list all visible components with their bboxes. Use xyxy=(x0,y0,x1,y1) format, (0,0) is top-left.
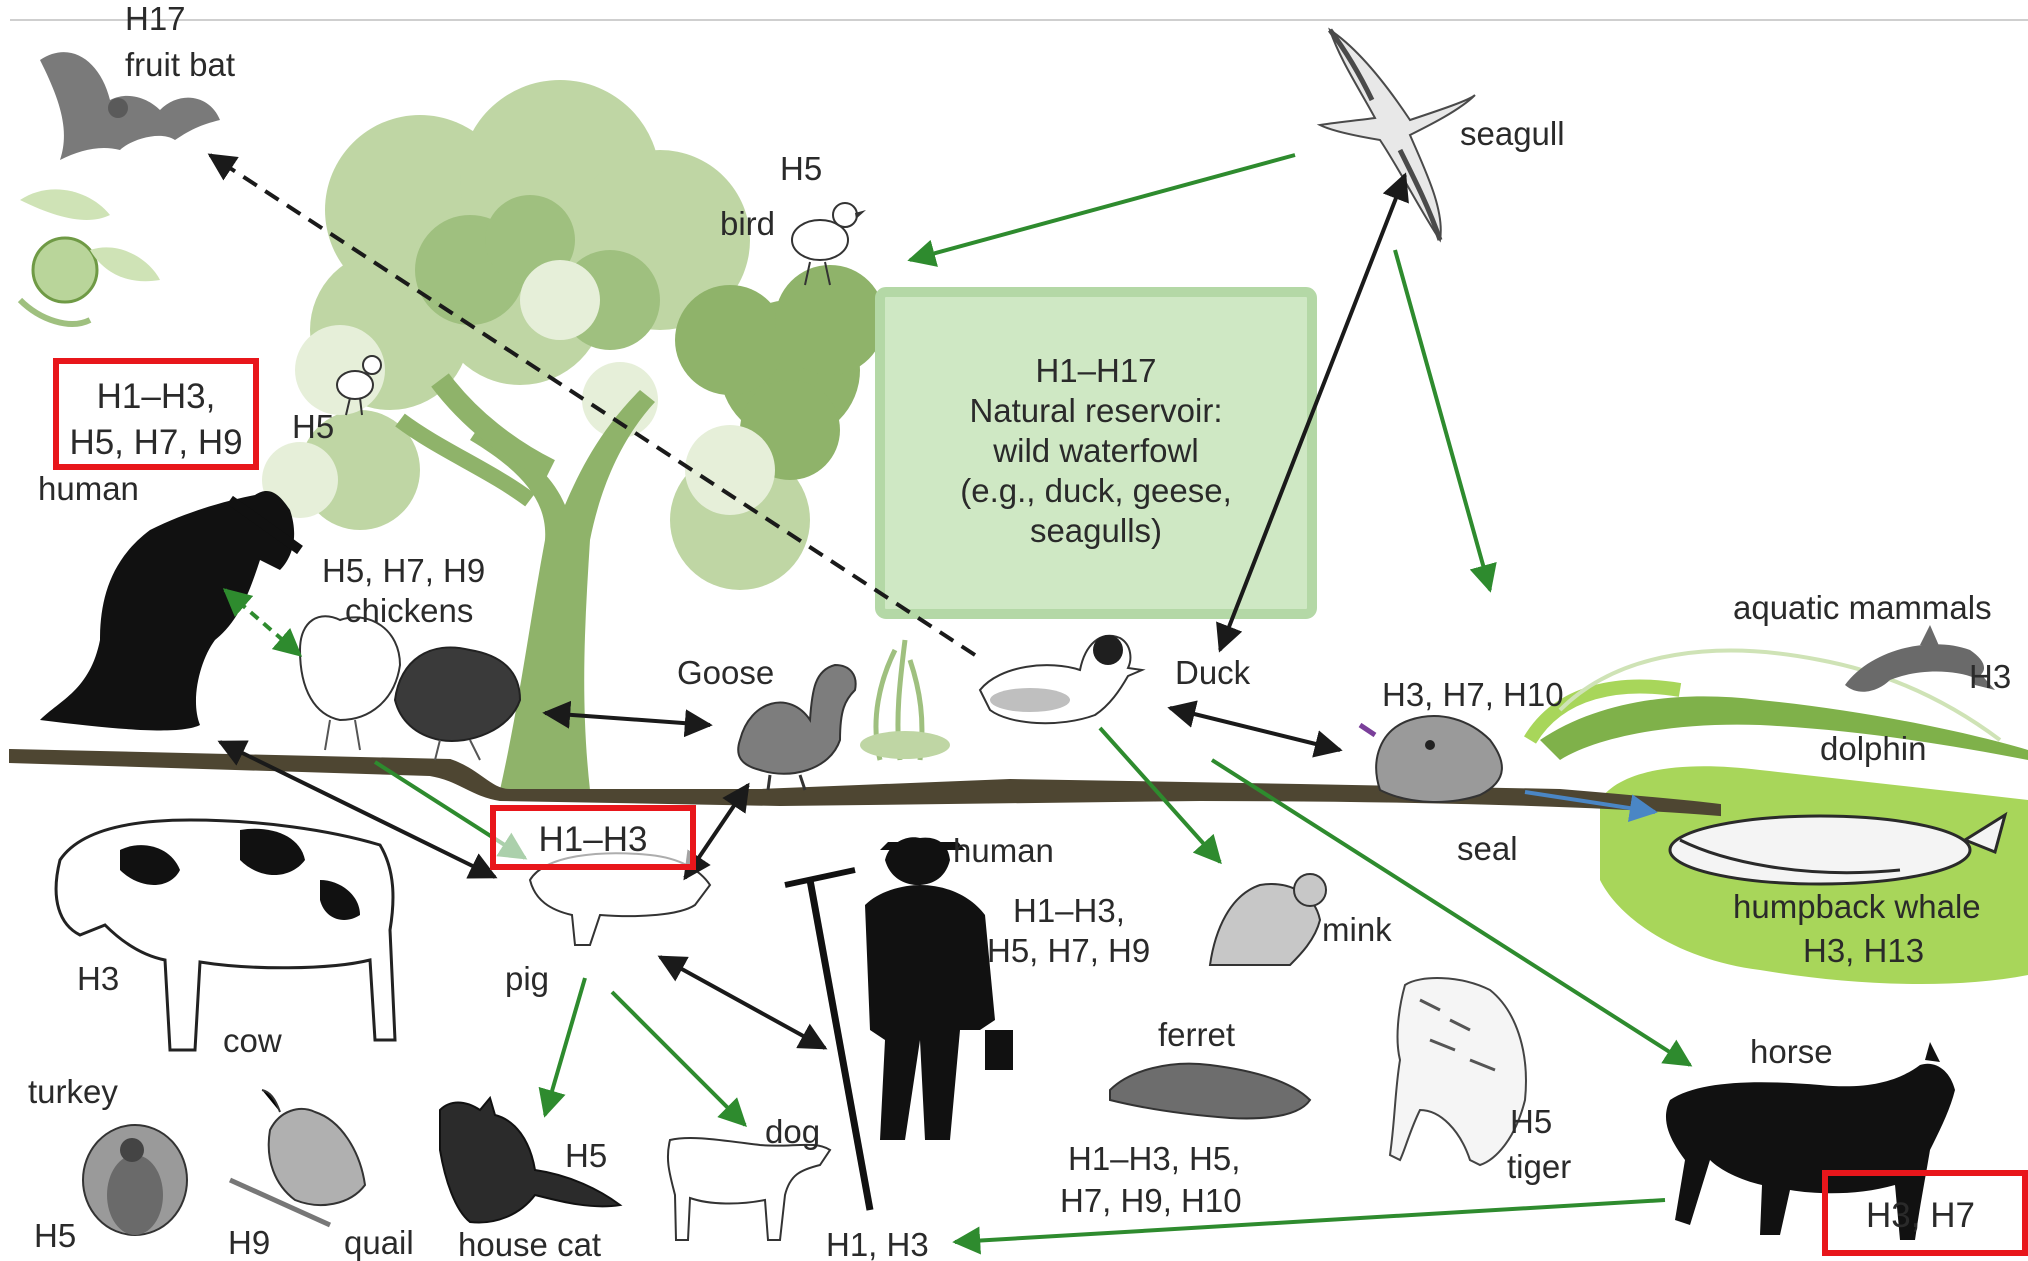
reservoir-examples-2: seagulls) xyxy=(1030,512,1162,549)
cow-subtype: H3 xyxy=(77,960,119,997)
seal-label: seal xyxy=(1457,830,1518,867)
reservoir-examples-1: (e.g., duck, geese, xyxy=(960,472,1232,509)
dog-icon xyxy=(668,1138,830,1240)
aquatic-mammals-label: aquatic mammals xyxy=(1733,589,1992,626)
seal-subtypes: H3, H7, H10 xyxy=(1382,676,1564,713)
goose-label: Goose xyxy=(677,654,774,691)
fruit-bat-label: fruit bat xyxy=(125,46,235,83)
bird-subtype: H5 xyxy=(780,150,822,187)
whale-label: humpback whale xyxy=(1733,888,1981,925)
ferret-icon xyxy=(1110,1064,1310,1119)
arrow-pig-human xyxy=(660,957,825,1048)
mink-label: mink xyxy=(1322,911,1392,948)
turkey-label: turkey xyxy=(28,1073,118,1110)
chickens-subtypes: H5, H7, H9 xyxy=(322,552,485,589)
arrow-seagull-to-aquatic xyxy=(1395,250,1490,590)
dolphin-label: dolphin xyxy=(1820,730,1926,767)
arrow-duck-seal xyxy=(1170,708,1340,750)
arrow-seagull-to-bird xyxy=(910,155,1295,260)
ferret-label: ferret xyxy=(1158,1016,1235,1053)
fruit-icon xyxy=(20,189,160,324)
tiger-label: tiger xyxy=(1507,1148,1571,1185)
seagull-icon xyxy=(1320,30,1475,240)
natural-reservoir-box: H1–H17 Natural reservoir: wild waterfowl… xyxy=(880,292,1312,614)
reeds-icon xyxy=(860,640,950,760)
human-bottom-subtypes: H1, H3 xyxy=(826,1226,929,1261)
horse-label: horse xyxy=(1750,1033,1833,1070)
fruit-bat-subtype: H17 xyxy=(125,0,186,37)
chickens-label: chickens xyxy=(345,592,473,629)
human-carrying-icon xyxy=(40,491,300,730)
quail-icon xyxy=(230,1090,365,1225)
chickens-icon xyxy=(300,616,520,760)
human-mid-subtypes-1: H1–H3, xyxy=(1013,892,1125,929)
mink-icon xyxy=(1210,874,1326,965)
tiger-icon xyxy=(1390,978,1526,1165)
arrow-pig-to-cat xyxy=(545,978,585,1115)
reservoir-host: wild waterfowl xyxy=(992,432,1198,469)
duck-icon xyxy=(980,635,1142,723)
pig-subtypes: H1–H3 xyxy=(539,820,648,859)
arrow-pig-to-dog xyxy=(612,992,745,1125)
human-mid-label: human xyxy=(953,832,1054,869)
tiger-subtype: H5 xyxy=(1510,1103,1552,1140)
human-top-subtypes-1: H1–H3, xyxy=(97,377,216,416)
duck-label: Duck xyxy=(1175,654,1251,691)
seal-icon xyxy=(1360,716,1502,802)
turkey-icon xyxy=(83,1125,187,1235)
human-mid-subtypes-2: H5, H7, H9 xyxy=(987,932,1150,969)
ferret-subtypes-1: H1–H3, H5, xyxy=(1068,1140,1240,1177)
seagull-label: seagull xyxy=(1460,115,1565,152)
horse-subtypes: H3, H7 xyxy=(1866,1196,1975,1235)
quail-label: quail xyxy=(344,1224,414,1261)
cat-label: house cat xyxy=(458,1226,601,1261)
pig-label: pig xyxy=(505,960,549,997)
cow-label: cow xyxy=(223,1022,282,1059)
dog-label: dog xyxy=(765,1113,820,1150)
reservoir-title: Natural reservoir: xyxy=(969,392,1222,429)
quail-subtype: H9 xyxy=(228,1224,270,1261)
tree-bird-subtype: H5 xyxy=(292,408,334,445)
whale-subtypes: H3, H13 xyxy=(1803,932,1924,969)
human-top-subtypes-2: H5, H7, H9 xyxy=(69,423,242,462)
dolphin-subtype: H3 xyxy=(1969,658,2011,695)
bird-label: bird xyxy=(720,205,775,242)
ferret-subtypes-2: H7, H9, H10 xyxy=(1060,1182,1242,1219)
human-top-label: human xyxy=(38,470,139,507)
reservoir-subtypes: H1–H17 xyxy=(1035,352,1156,389)
turkey-subtype: H5 xyxy=(34,1217,76,1254)
cat-subtype: H5 xyxy=(565,1137,607,1174)
cow-icon xyxy=(56,820,395,1050)
